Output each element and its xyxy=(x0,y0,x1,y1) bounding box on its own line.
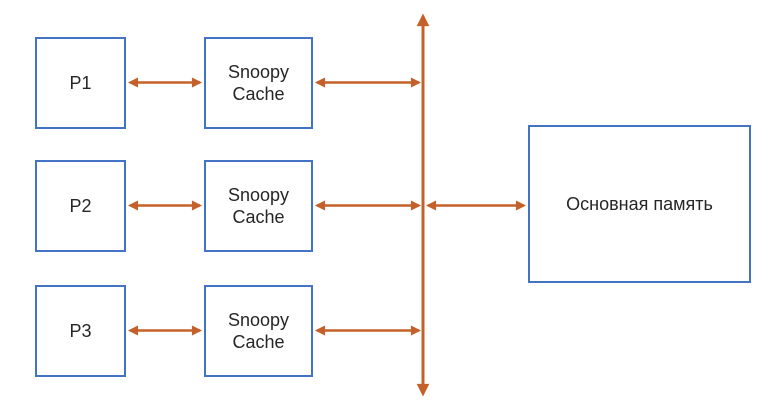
cache-label: Snoopy Cache xyxy=(227,62,290,104)
processor-box-p2: P2 xyxy=(35,160,126,252)
snoopy-cache-box-2: Snoopy Cache xyxy=(204,160,313,252)
snoopy-cache-box-3: Snoopy Cache xyxy=(204,285,313,377)
main-memory-label: Основная память xyxy=(566,194,713,214)
cache-label: Snoopy Cache xyxy=(227,310,290,352)
processor-label: P2 xyxy=(69,196,92,216)
processor-box-p3: P3 xyxy=(35,285,126,377)
snoopy-cache-box-1: Snoopy Cache xyxy=(204,37,313,129)
cache-label: Snoopy Cache xyxy=(227,185,290,227)
processor-box-p1: P1 xyxy=(35,37,126,129)
processor-label: P1 xyxy=(69,73,92,93)
main-memory-box: Основная память xyxy=(528,125,751,283)
processor-label: P3 xyxy=(69,321,92,341)
